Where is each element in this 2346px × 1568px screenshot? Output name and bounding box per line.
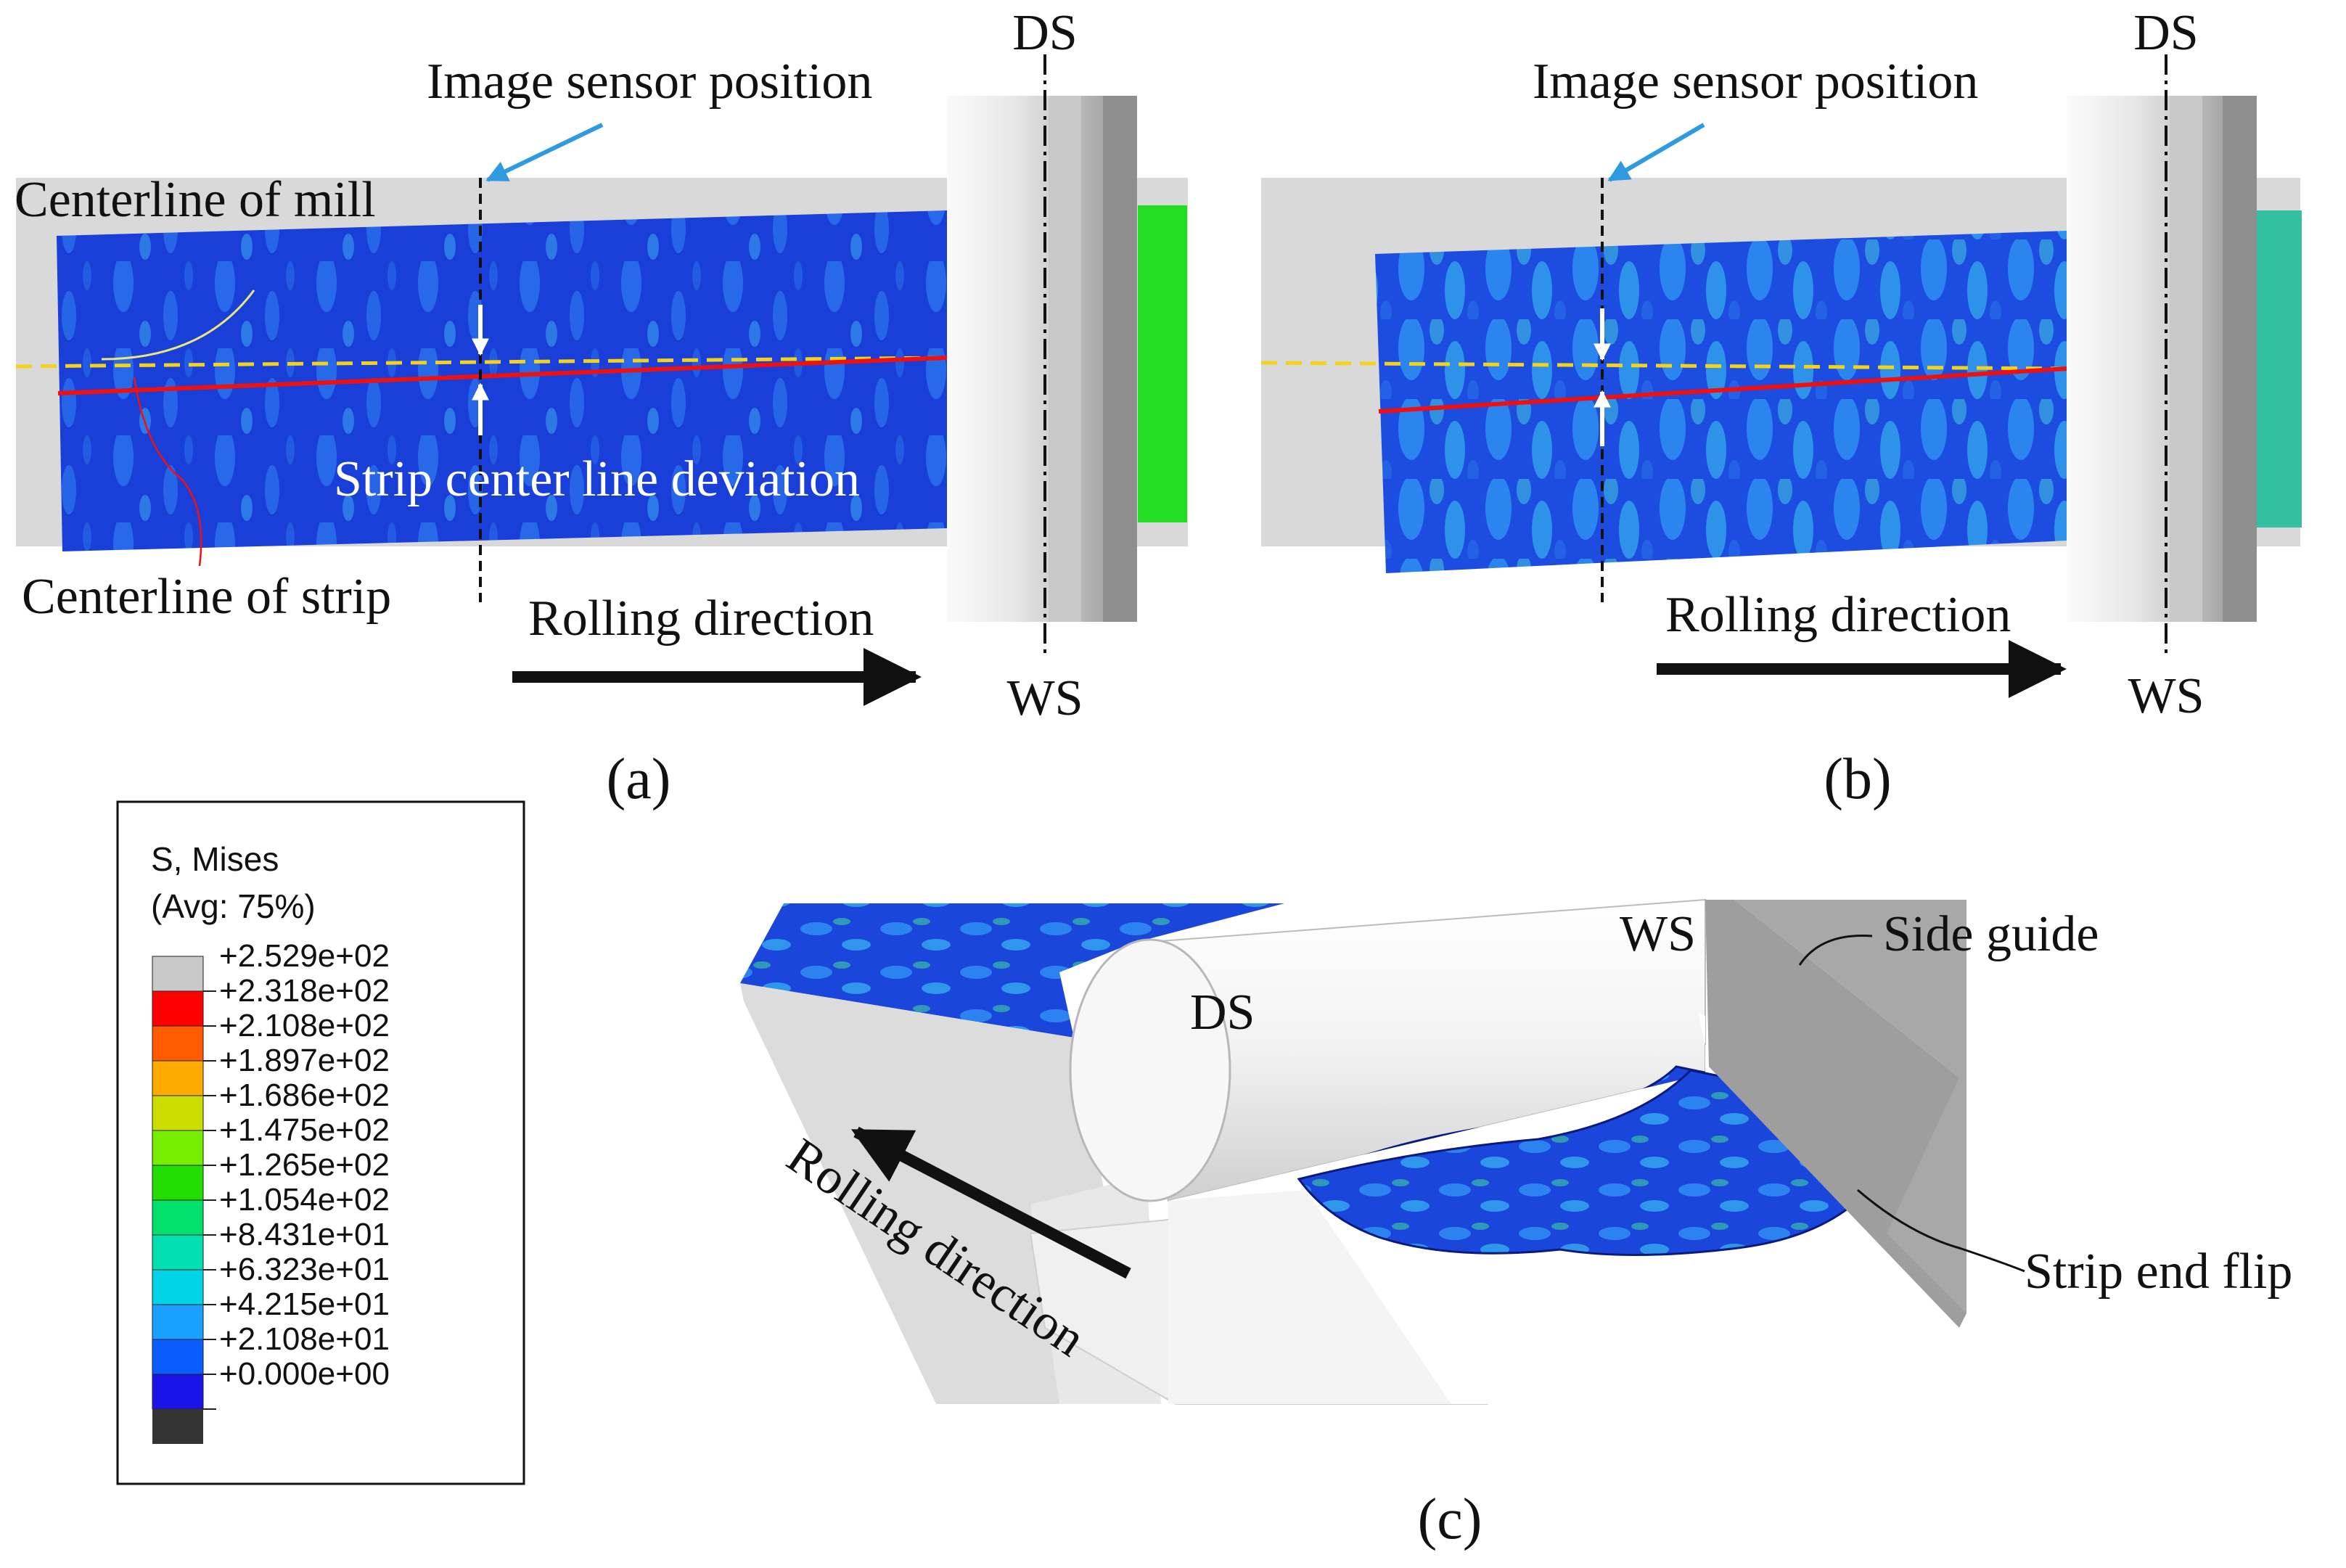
legend-swatch-2 <box>152 1025 204 1062</box>
panel-tag-a: (a) <box>607 747 671 811</box>
strip-a <box>57 210 947 551</box>
deviation-label-a: Strip center line deviation <box>334 451 860 507</box>
ws-label-b: WS <box>2128 668 2204 724</box>
legend-swatch-9 <box>152 1269 204 1305</box>
centerline-strip-leader-a <box>133 377 202 567</box>
ds-label-c: DS <box>1190 985 1255 1040</box>
strip-centerline-b <box>1378 366 2067 414</box>
strip-b <box>1375 231 2067 573</box>
panel-tag-c: (c) <box>1418 1487 1482 1551</box>
legend-label-11: +2.108e+01 <box>219 1321 390 1357</box>
mill-centerline-b <box>1260 361 2067 371</box>
strip-end-flip-label-c: Strip end flip <box>2025 1244 2292 1300</box>
rolling-direction-label-b: Rolling direction <box>1665 587 2011 643</box>
legend-label-7: +1.054e+02 <box>219 1182 390 1218</box>
legend-label-0: +2.529e+02 <box>219 938 390 974</box>
legend-label-4: +1.686e+02 <box>219 1078 390 1113</box>
panel-tag-b: (b) <box>1824 747 1891 811</box>
legend-label-9: +6.323e+01 <box>219 1252 390 1287</box>
ds-label-a: DS <box>1012 5 1077 61</box>
side-guide-leader-c <box>1798 935 1873 966</box>
ws-label-c: WS <box>1620 906 1696 962</box>
main-roll-end-c <box>1069 938 1231 1202</box>
work-roll-b-band <box>2170 96 2202 622</box>
legend-label-10: +4.215e+01 <box>219 1286 390 1322</box>
image-sensor-label-a: Image sensor position <box>427 54 872 110</box>
legend-swatch-7 <box>152 1199 204 1236</box>
panel-b: DS WS Image sensor position Rolling dire… <box>1260 5 2302 811</box>
side-guide-face-c <box>1734 900 1966 1313</box>
side-guide-label-c: Side guide <box>1883 906 2099 962</box>
rolling-direction-label-a: Rolling direction <box>528 591 874 647</box>
mill-centerline-a <box>15 356 948 369</box>
legend-swatch-5 <box>152 1130 204 1166</box>
sensor-pointer-arrow-b <box>1607 123 1705 182</box>
work-roll-a-band2 <box>1103 96 1137 622</box>
rolling-arrow-c <box>850 1126 1131 1279</box>
legend-swatch-11 <box>152 1339 204 1375</box>
legend-swatch-0 <box>152 956 204 992</box>
panel-a: DS WS Image sensor position Centerline o… <box>15 5 1188 811</box>
white-housing-front-c <box>1168 1190 1451 1404</box>
legend-swatch-group: +2.529e+02+2.318e+02+2.108e+02+1.897e+02… <box>152 938 390 1444</box>
legend-label-6: +1.265e+02 <box>219 1147 390 1183</box>
legend-label-8: +8.431e+01 <box>219 1217 390 1252</box>
centerline-strip-label-a: Centerline of strip <box>22 569 391 625</box>
centerline-mill-label-a: Centerline of mill <box>15 172 376 228</box>
centerline-mill-leader-a <box>101 290 255 361</box>
ws-label-a: WS <box>1007 670 1083 726</box>
exit-roll-green-a <box>1138 205 1187 522</box>
legend-swatch-bottom <box>152 1409 203 1444</box>
legend-label-5: +1.475e+02 <box>219 1112 390 1148</box>
legend-swatch-12 <box>152 1374 204 1410</box>
legend-swatch-10 <box>152 1304 204 1340</box>
strip-centerline-a <box>57 356 948 395</box>
exit-roll-green-b <box>2257 210 2302 528</box>
legend-swatch-3 <box>152 1060 204 1096</box>
legend-swatch-8 <box>152 1234 204 1271</box>
stress-legend: S, Mises (Avg: 75%) +2.529e+02+2.318e+02… <box>116 800 525 1485</box>
legend-title-line1: S, Mises <box>151 840 279 878</box>
legend-swatch-6 <box>152 1165 204 1201</box>
legend-swatch-1 <box>152 990 204 1027</box>
legend-swatch-4 <box>152 1095 204 1131</box>
strip-end-flip-leader-c <box>1857 1189 2025 1273</box>
legend-title-line2: (Avg: 75%) <box>151 887 316 925</box>
sensor-pointer-arrow-a <box>485 123 604 182</box>
legend-label-2: +2.108e+02 <box>219 1008 390 1043</box>
upper-strip-c <box>740 903 1284 1038</box>
panel-c: WS DS Side guide Strip end flip Rolling … <box>740 898 2292 1551</box>
work-roll-a-band <box>1049 96 1081 622</box>
legend-label-1: +2.318e+02 <box>219 973 390 1009</box>
ds-label-b: DS <box>2133 5 2198 61</box>
legend-label-12: +0.000e+00 <box>219 1356 390 1392</box>
legend-label-3: +1.897e+02 <box>219 1043 390 1078</box>
work-roll-b-band2 <box>2223 96 2257 622</box>
image-sensor-label-b: Image sensor position <box>1533 54 1978 110</box>
